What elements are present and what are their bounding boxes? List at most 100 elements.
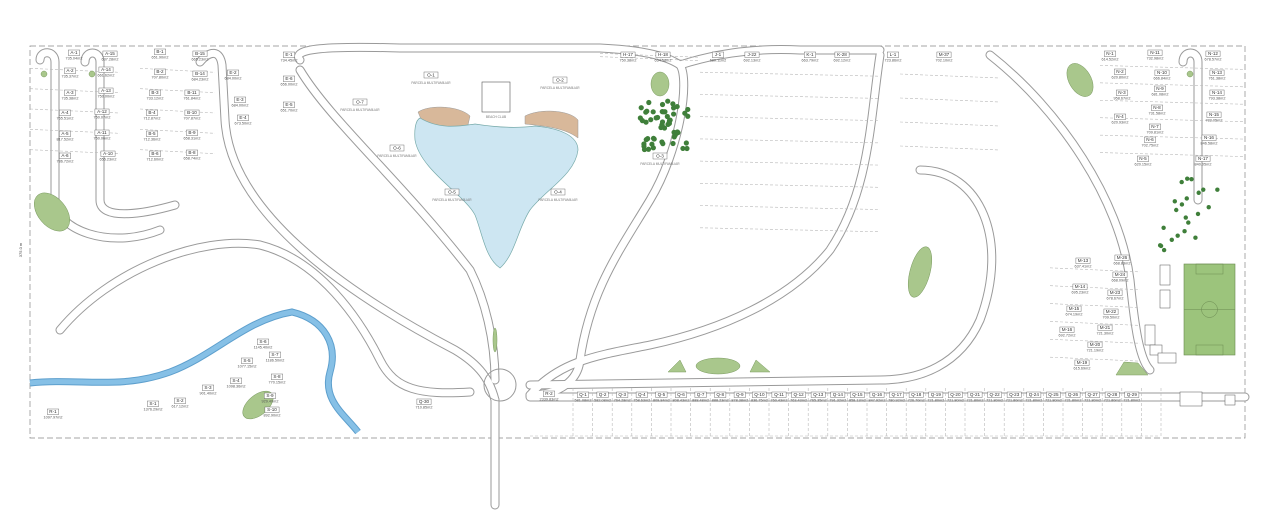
lot-q-7[interactable]: Q-7888.48m2: [692, 391, 709, 403]
zone-o-4[interactable]: O-4PARCELA MULTIFAMILIAR: [538, 188, 578, 202]
lot-a-12[interactable]: A-12750.07m2: [94, 108, 111, 120]
lot-j-1[interactable]: J-1680.11m2: [710, 51, 727, 63]
lot-k-1[interactable]: K-1663.79m2: [802, 51, 819, 63]
lot-m-26[interactable]: M-26668.83m2: [1114, 254, 1131, 266]
lot-m-22[interactable]: M-22709.50m2: [1103, 308, 1120, 320]
lot-h-17[interactable]: H-17750.38m2: [620, 51, 637, 63]
lot-e-4[interactable]: E-4673.50m2: [235, 114, 252, 126]
lot-q-23[interactable]: Q-23721.80m2: [1006, 391, 1023, 403]
lot-b-15[interactable]: B-15665.23m2: [192, 50, 209, 62]
lot-q-25[interactable]: Q-25721.80m2: [1045, 391, 1062, 403]
lot-n-1[interactable]: N-1614.52m2: [1102, 50, 1119, 62]
lot-h-18[interactable]: H-18634.58m2: [655, 51, 672, 63]
lot-q-12[interactable]: Q-12763.43m2: [790, 391, 807, 403]
lot-q-14[interactable]: Q-14791.32m2: [829, 391, 846, 403]
lot-q-20[interactable]: Q-20721.80m2: [947, 391, 964, 403]
lot-m-24[interactable]: M-24668.09m2: [1112, 271, 1129, 283]
lot-m-16[interactable]: M-16692.72m2: [1059, 326, 1076, 338]
lot-q-2[interactable]: Q-2582.08m2: [594, 391, 611, 403]
lot-e-1[interactable]: E-1734.45m2: [281, 51, 298, 63]
lot-a-4[interactable]: A-4765.51m2: [57, 109, 74, 121]
lot-a-15[interactable]: A-15637.28m2: [102, 50, 119, 62]
lot-b-5[interactable]: B-5712.36m2: [144, 130, 161, 142]
lot-s-2[interactable]: S-2617.12m2: [172, 397, 189, 409]
lot-n-10[interactable]: N-10666.84m2: [1154, 69, 1171, 81]
lot-q-17[interactable]: Q-17780.92m2: [888, 391, 905, 403]
lot-q-15[interactable]: Q-15858.13m2: [849, 391, 866, 403]
lot-n-3[interactable]: N-3958.67m2: [1114, 89, 1131, 101]
lot-j-22[interactable]: J-22692.13m2: [744, 51, 761, 63]
lot-q-13[interactable]: Q-13765.35m2: [810, 391, 827, 403]
lot-b-3[interactable]: B-3733.12m2: [147, 89, 164, 101]
lot-r-2[interactable]: R-22339.83m2: [540, 390, 559, 402]
lot-s-5[interactable]: S-51077.15m2: [238, 357, 257, 369]
lot-e-3[interactable]: E-3684.00m2: [232, 96, 249, 108]
lot-b-9[interactable]: B-9658.31m2: [184, 129, 201, 141]
lot-q-1[interactable]: Q-1581.08m2: [575, 391, 592, 403]
lot-q-28[interactable]: Q-28721.80m2: [1104, 391, 1121, 403]
lot-n-11[interactable]: N-11732.98m2: [1147, 49, 1164, 61]
lot-s-10[interactable]: S-10892.90m2: [264, 406, 281, 418]
lot-a-10[interactable]: A-10655.23m2: [100, 150, 117, 162]
lot-b-6[interactable]: B-6712.60m2: [147, 150, 164, 162]
lot-a-14[interactable]: A-14661.62m2: [98, 66, 115, 78]
lot-q-10[interactable]: Q-10836.75m2: [751, 391, 768, 403]
lot-q-16[interactable]: Q-16847.92m2: [869, 391, 886, 403]
lot-b-1[interactable]: B-1651.90m2: [152, 48, 169, 60]
lot-b-2[interactable]: B-2707.80m2: [152, 68, 169, 80]
lot-q-22[interactable]: Q-22721.80m2: [986, 391, 1003, 403]
lot-s-8[interactable]: S-8770.15m2: [269, 373, 286, 385]
lot-s-1[interactable]: S-11376.29m2: [144, 400, 163, 412]
lot-m-20[interactable]: M-20721.19m2: [1087, 341, 1104, 353]
lot-q-18[interactable]: Q-18726.70m2: [908, 391, 925, 403]
lot-s-9[interactable]: S-9929.40m2: [262, 392, 279, 404]
lot-q-4[interactable]: Q-4758.63m2: [633, 391, 650, 403]
lot-e-2[interactable]: E-2684.00m2: [225, 69, 242, 81]
lot-a-13[interactable]: A-13750.00m2: [98, 87, 115, 99]
lot-l-1[interactable]: L-1723.86m2: [885, 51, 902, 63]
lot-q-3[interactable]: Q-3764.28m2: [614, 391, 631, 403]
lot-s-3[interactable]: S-3901.40m2: [200, 384, 217, 396]
lot-n-14[interactable]: N-14793.38m2: [1209, 89, 1226, 101]
lot-n-7[interactable]: N-7709.81m2: [1147, 123, 1164, 135]
zone-o-1[interactable]: O-1PARCELA MULTIFAMILIAR: [411, 71, 451, 85]
lot-q-24[interactable]: Q-24721.80m2: [1025, 391, 1042, 403]
lot-s-6[interactable]: S-61145.40m2: [254, 338, 273, 350]
lot-e-5[interactable]: E-5651.70m2: [281, 101, 298, 113]
lot-n-12[interactable]: N-12678.57m2: [1205, 50, 1222, 62]
lot-q-8[interactable]: Q-8888.23m2: [712, 391, 729, 403]
lot-m-19[interactable]: M-19615.69m2: [1074, 359, 1091, 371]
lot-m-14[interactable]: M-14695.23m2: [1072, 283, 1089, 295]
lot-m-23[interactable]: M-23678.67m2: [1107, 289, 1124, 301]
lot-q-27[interactable]: Q-27721.80m2: [1084, 391, 1101, 403]
zone-o-5[interactable]: O-5PARCELA MULTIFAMILIAR: [432, 188, 472, 202]
lot-a-1[interactable]: A-1735.04m2: [66, 49, 83, 61]
lot-k-28[interactable]: K-28692.12m2: [834, 51, 851, 63]
lot-a-5[interactable]: A-5817.52m2: [57, 130, 74, 142]
lot-s-7[interactable]: S-71186.50m2: [266, 351, 285, 363]
lot-m-15[interactable]: M-15674.19m2: [1066, 305, 1083, 317]
lot-n-6[interactable]: N-6702.75m2: [1142, 136, 1159, 148]
lot-n-16[interactable]: N-16846.58m2: [1201, 134, 1218, 146]
lot-q-5[interactable]: Q-5809.84m2: [653, 391, 670, 403]
lot-a-3[interactable]: A-3735.38m2: [62, 89, 79, 101]
lot-q-6[interactable]: Q-6808.43m2: [673, 391, 690, 403]
lot-q-26[interactable]: Q-26721.80m2: [1065, 391, 1082, 403]
lot-b-11[interactable]: B-11761.84m2: [184, 89, 201, 101]
lot-q-21[interactable]: Q-21721.80m2: [967, 391, 984, 403]
zone-o-7[interactable]: O-7PARCELA MULTIFAMILIAR: [340, 98, 380, 112]
lot-r-1[interactable]: R-11097.97m2: [44, 408, 63, 420]
lot-n-9[interactable]: N-9681.08m2: [1152, 85, 1169, 97]
zone-o-6[interactable]: O-6PARCELA MULTIFAMILIAR: [377, 144, 417, 158]
lot-n-17[interactable]: N-17840.05m2: [1195, 155, 1212, 167]
lot-n-2[interactable]: N-2620.80m2: [1112, 68, 1129, 80]
lot-m-21[interactable]: M-21721.30m2: [1097, 324, 1114, 336]
lot-n-13[interactable]: N-13761.38m2: [1209, 69, 1226, 81]
lot-s-4[interactable]: S-41098.36m2: [227, 377, 246, 389]
zone-o-3[interactable]: O-3PARCELA MULTIFAMILIAR: [640, 152, 680, 166]
lot-n-4[interactable]: N-4620.93m2: [1112, 113, 1129, 125]
lot-n-8[interactable]: N-8731.58m2: [1149, 104, 1166, 116]
zone-o-2[interactable]: O-2PARCELA MULTIFAMILIAR: [540, 76, 580, 90]
lot-q-11[interactable]: Q-11760.43m2: [771, 391, 788, 403]
lot-m-13[interactable]: M-13637.41m2: [1075, 257, 1092, 269]
